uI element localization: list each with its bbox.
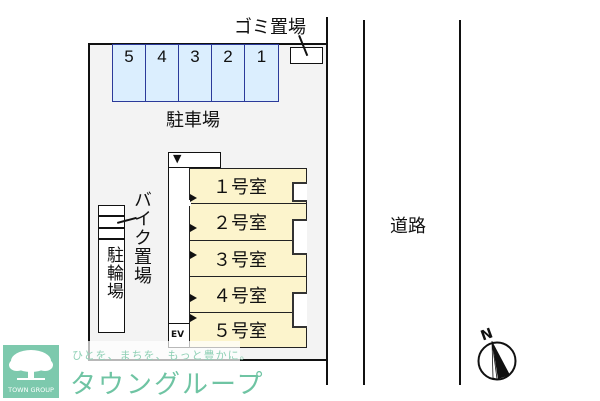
brand-logo: TOWN GROUP <box>3 345 59 398</box>
compass: N <box>476 325 520 385</box>
room-label: ５号室 <box>213 321 267 342</box>
door-arrow-icon <box>190 294 197 302</box>
room-2: ２号室 <box>189 203 307 241</box>
tree-icon <box>9 350 53 380</box>
compass-icon <box>477 340 517 381</box>
door-arrow-icon <box>190 194 197 202</box>
parking-slot-2: 2 <box>212 45 245 101</box>
road-edge-right <box>459 20 461 385</box>
room-label: ２号室 <box>213 213 267 234</box>
parking-label: 駐車場 <box>166 110 220 131</box>
bike-stripe <box>99 215 124 217</box>
room-label: １号室 <box>213 177 267 198</box>
room-3: ３号室 <box>189 240 307 277</box>
parking-slot-3: 3 <box>179 45 212 101</box>
room-label: ３号室 <box>213 249 267 271</box>
door-arrow-icon <box>190 251 197 259</box>
road-edge-left <box>363 20 365 385</box>
door-arrow-icon <box>190 314 197 322</box>
room-1: １号室 <box>189 168 307 204</box>
balcony-notch <box>292 182 307 202</box>
bicycle-parking-area: 駐輪場 <box>98 205 125 333</box>
corridor-step <box>187 200 191 206</box>
brand-tagline: ひとを、まちを、もっと豊かに。 <box>72 349 252 362</box>
parking-slot-1: 1 <box>256 47 267 66</box>
parking-lot: 5 4 3 2 1 <box>112 44 279 102</box>
bicycle-parking-label: 駐輪場 <box>103 246 123 300</box>
road-label: 道路 <box>390 216 426 237</box>
bike-stripe <box>99 227 124 229</box>
parking-slot-5: 5 <box>113 45 146 101</box>
balcony-notch <box>292 292 307 328</box>
room-4: ４号室 <box>189 276 307 313</box>
bike-stripe <box>99 238 124 240</box>
bike-parking-label: バイク置場 <box>131 190 152 285</box>
watermark-band <box>60 341 240 361</box>
door-arrow-icon <box>190 224 197 232</box>
garbage-label: ゴミ置場 <box>234 17 306 38</box>
balcony-notch <box>292 219 307 255</box>
room-label: ４号室 <box>213 285 267 307</box>
logo-text: TOWN GROUP <box>8 386 54 394</box>
site-edge-line <box>326 17 328 385</box>
entrance-arrow-icon: ▼ <box>173 152 182 165</box>
corridor <box>168 167 190 347</box>
entrance: ▼ <box>168 152 221 168</box>
brand-name: タウングループ <box>70 370 265 400</box>
parking-slot-4: 4 <box>146 45 179 101</box>
